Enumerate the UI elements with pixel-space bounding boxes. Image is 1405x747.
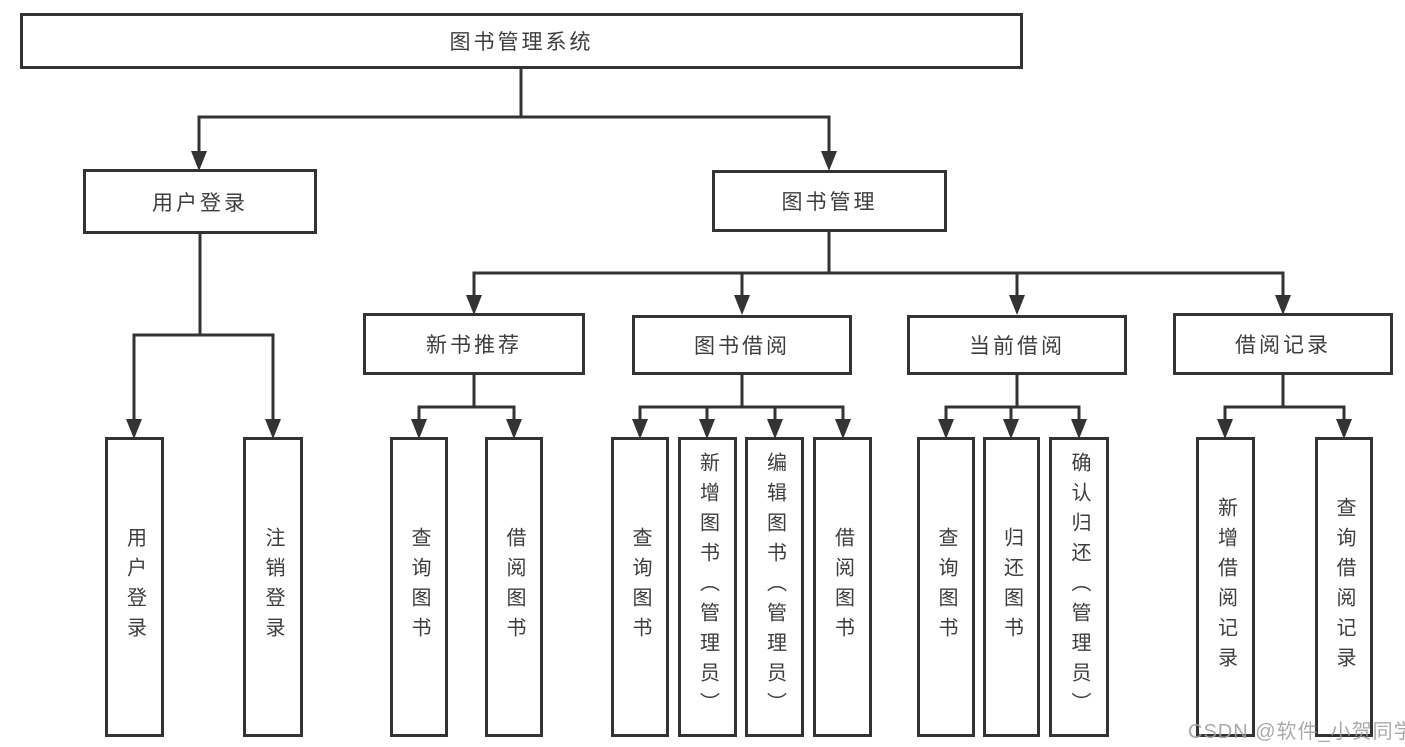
leaf-label: 新增借阅记录 [1214,497,1237,677]
node-root-label: 图书管理系统 [449,31,594,54]
leaf-logout: 注销登录 [243,437,303,737]
leaf-borrow-books-2: 借阅图书 [813,437,872,737]
leaf-add-borrow-record: 新增借阅记录 [1196,437,1255,737]
node-label: 借阅记录 [1235,334,1331,357]
node-borrow-records: 借阅记录 [1173,313,1393,375]
leaf-borrow-books: 借阅图书 [485,437,543,737]
leaf-label: 查询借阅记录 [1333,497,1355,677]
watermark: CSDN @软件_小贺同学 [1188,721,1405,743]
leaf-return-book: 归还图书 [983,437,1040,737]
node-root-library-system: 图书管理系统 [20,13,1023,69]
node-book-borrow: 图书借阅 [632,315,852,375]
leaf-query-books-2: 查询图书 [611,437,669,737]
leaf-label: 归还图书 [1000,527,1023,647]
leaf-label: 注销登录 [262,527,284,647]
node-label: 新书推荐 [426,334,522,357]
node-label: 当前借阅 [969,335,1065,358]
leaf-label: 查询图书 [629,527,651,647]
leaf-edit-book-admin: 编辑图书（管理员） [745,437,804,737]
node-label: 图书管理 [781,191,878,214]
leaf-label: 编辑图书（管理员） [763,452,786,722]
node-label: 图书借阅 [694,335,790,358]
leaf-user-login: 用户登录 [105,437,164,737]
leaf-label: 新增图书（管理员） [696,452,719,722]
leaf-query-books: 查询图书 [390,437,448,737]
leaf-query-borrow-record: 查询借阅记录 [1315,437,1373,737]
leaf-confirm-return-admin: 确认归还（管理员） [1049,437,1109,737]
leaf-label: 用户登录 [123,527,146,647]
node-new-book-recommend: 新书推荐 [363,313,585,375]
node-label: 用户登录 [152,191,248,215]
node-user-login-branch: 用户登录 [83,169,317,234]
arrowheads [126,151,1352,439]
leaf-add-book-admin: 新增图书（管理员） [678,437,737,737]
leaf-label: 借阅图书 [503,527,525,647]
leaf-label: 确认归还（管理员） [1068,452,1090,722]
node-current-borrow: 当前借阅 [907,315,1127,375]
leaf-label: 借阅图书 [831,527,854,647]
node-book-management-branch: 图书管理 [712,170,947,232]
leaf-label: 查询图书 [935,527,957,647]
leaf-query-books-3: 查询图书 [917,437,975,737]
leaf-label: 查询图书 [408,527,430,647]
